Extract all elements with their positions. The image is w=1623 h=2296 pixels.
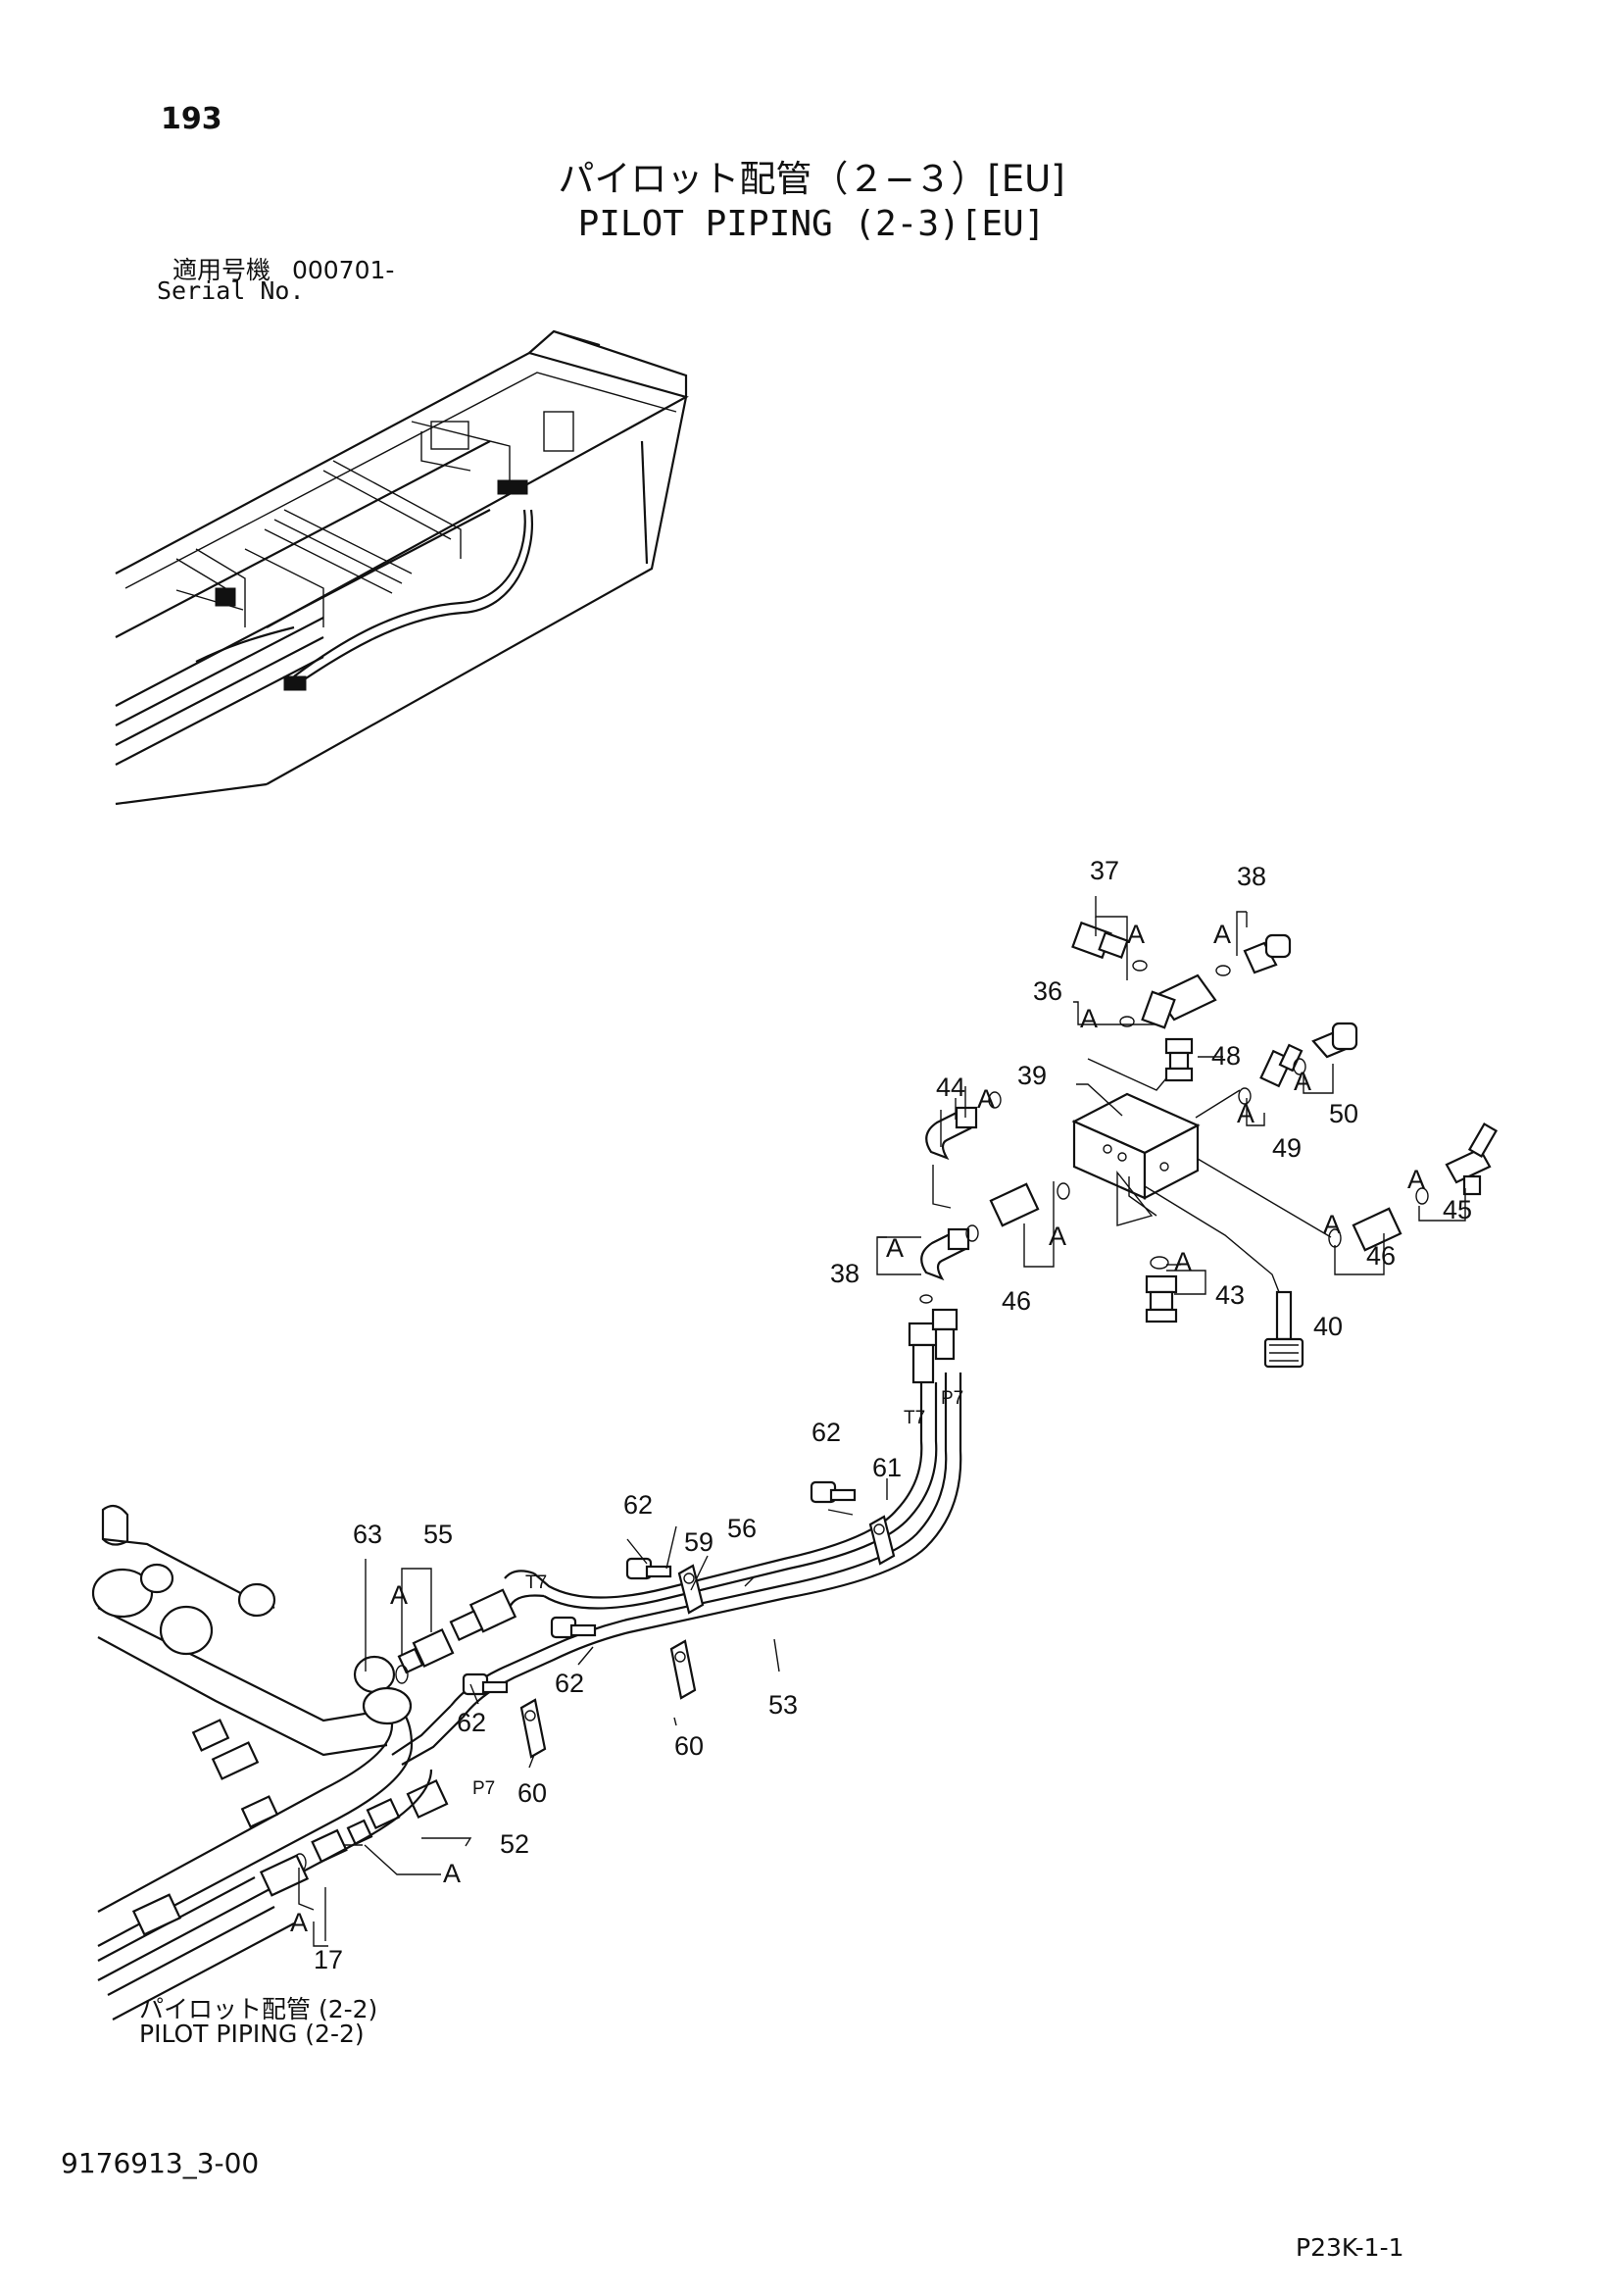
detail-a-mark: A (1294, 1067, 1311, 1096)
port-label-p7-upper: P7 (941, 1388, 963, 1409)
callout-40: 40 (1313, 1312, 1343, 1341)
detail-a-mark: A (977, 1084, 995, 1114)
part-43-fitting (1145, 1256, 1178, 1323)
callout-38-upper: 38 (1237, 862, 1266, 891)
detail-a-mark: A (443, 1859, 461, 1888)
part-38-elbow-lower (920, 1224, 979, 1281)
pipe-fittings-lower (293, 1588, 517, 1872)
main-frame-pipes (91, 1504, 433, 2021)
page-title-japanese: パイロット配管（２−３）[EU] (558, 158, 1065, 200)
part-36-adapter (1119, 973, 1217, 1029)
valve-block (1071, 1092, 1201, 1226)
part-50-elbow (1293, 1022, 1358, 1075)
callout-53: 53 (768, 1690, 798, 1720)
page-number: 193 (161, 102, 222, 136)
callout-48: 48 (1211, 1041, 1241, 1071)
reference-label-japanese: パイロット配管 (2-2) (139, 1995, 378, 2023)
part-48-plug (1164, 1037, 1194, 1082)
hose-end-fittings (908, 1294, 959, 1384)
detail-a-mark: A (1049, 1222, 1066, 1251)
pilot-hoses (391, 1373, 962, 1766)
callout-62-top: 62 (812, 1418, 841, 1447)
part-49-connector (1238, 1043, 1303, 1105)
part-46-adapter-right (1328, 1207, 1402, 1252)
port-label-p7-lower: P7 (472, 1778, 495, 1799)
detail-a-marks: A A A A A A A A A A A A A A (290, 920, 1425, 1937)
callout-45: 45 (1443, 1195, 1472, 1224)
callout-50: 50 (1329, 1099, 1358, 1128)
callout-49: 49 (1272, 1133, 1302, 1163)
port-label-t7-lower: T7 (525, 1572, 547, 1593)
detail-a-mark: A (1237, 1099, 1254, 1128)
callout-39: 39 (1017, 1061, 1047, 1090)
callout-62-left: 62 (457, 1708, 486, 1737)
callout-59: 59 (684, 1527, 713, 1557)
detail-a-mark: A (1127, 920, 1145, 949)
callout-46-lower: 46 (1002, 1286, 1031, 1316)
callout-63: 63 (353, 1520, 382, 1549)
callout-labels: 37 38 36 48 50 49 39 44 45 46 46 43 40 3… (314, 856, 1472, 1974)
callout-17: 17 (314, 1945, 343, 1974)
leader-lines (298, 896, 1466, 1947)
page-title: PILOT PIPING (2-3)[EU] (577, 204, 1046, 244)
detail-a-mark: A (1213, 920, 1231, 949)
detail-a-mark: A (1080, 1004, 1098, 1033)
serial-value: 000701- (291, 256, 395, 284)
serial-range: 適用号機 000701- (172, 251, 394, 286)
detail-a-mark: A (886, 1233, 904, 1263)
callout-52: 52 (500, 1829, 529, 1859)
callout-62-mid: 62 (623, 1490, 653, 1520)
port-label-t7-upper: T7 (904, 1408, 925, 1428)
callout-60-right: 60 (674, 1731, 704, 1761)
callout-46-right: 46 (1366, 1241, 1396, 1271)
part-40-bolt (1263, 1290, 1304, 1369)
sheet-code: P23K-1-1 (1296, 2233, 1404, 2262)
callout-56: 56 (727, 1514, 757, 1543)
hose-clamps (519, 1515, 896, 1759)
callout-43: 43 (1215, 1280, 1245, 1310)
callout-61: 61 (872, 1453, 902, 1482)
callout-55: 55 (423, 1520, 453, 1549)
serial-label-japanese: 適用号機 (172, 256, 271, 284)
port-labels: T7 P7 T7 P7 (472, 1388, 963, 1799)
callout-60-left: 60 (517, 1778, 547, 1808)
callout-37: 37 (1090, 856, 1119, 885)
part-46-adapter-lower (989, 1182, 1070, 1227)
clamp-bolts (462, 1480, 857, 1696)
callout-36: 36 (1033, 976, 1062, 1006)
reference-label: PILOT PIPING (2-2) (139, 2020, 365, 2048)
detail-a-mark: A (1174, 1247, 1192, 1276)
machine-overview-illustration (115, 329, 689, 806)
part-44-elbow (925, 1091, 1002, 1161)
detail-a-mark: A (1407, 1165, 1425, 1194)
serial-label: Serial No. (157, 276, 305, 305)
callout-62-right: 62 (555, 1669, 584, 1698)
part-45-tee (1415, 1123, 1499, 1205)
part-38-elbow-upper (1215, 933, 1292, 976)
document-number: 9176913_3-00 (61, 2147, 260, 2179)
callout-38-lower: 38 (830, 1259, 860, 1288)
detail-a-mark: A (1323, 1210, 1341, 1239)
detail-a-mark: A (290, 1908, 308, 1937)
part-37-fitting (1071, 921, 1148, 972)
detail-a-mark: A (390, 1580, 408, 1610)
callout-44: 44 (936, 1073, 965, 1102)
